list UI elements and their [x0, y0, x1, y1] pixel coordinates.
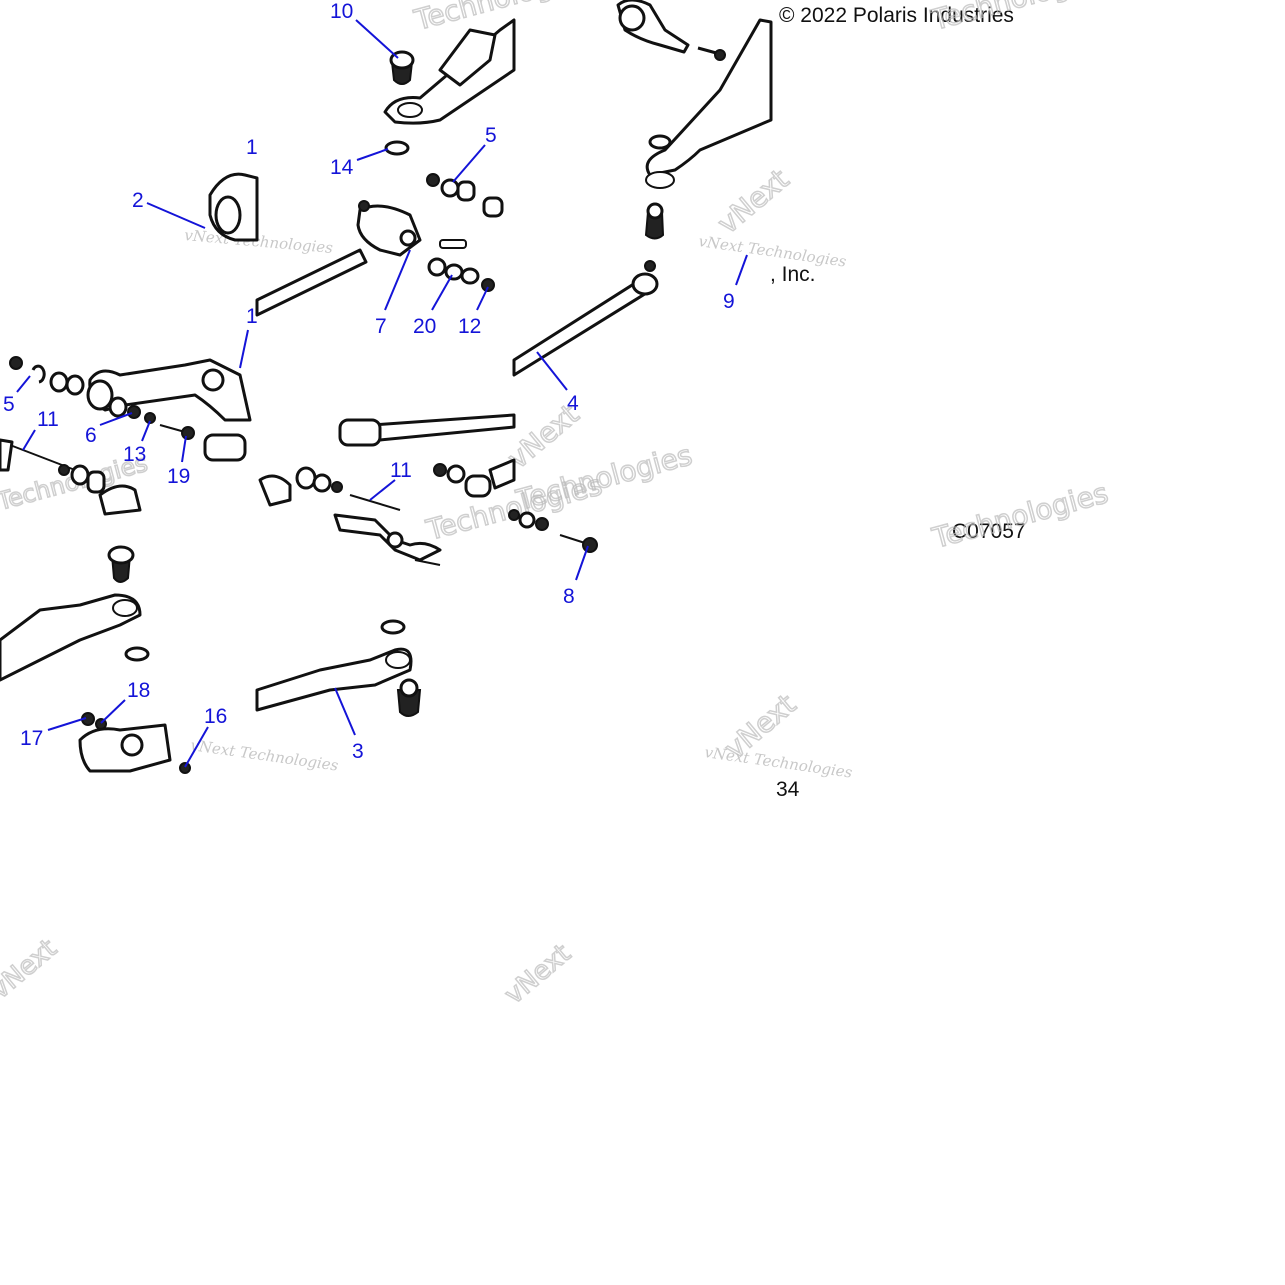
tie-rod-assembly: [255, 248, 516, 511]
callout-numbers: 10 14 5 1 2 7 20 12 9 4 1 5 11 6 13 19 1…: [3, 0, 735, 763]
watermark-text: vNext: [0, 934, 63, 1006]
watermark-text: vNext Technologies: [184, 226, 334, 257]
callout-1: 1: [246, 305, 258, 328]
copyright-text: © 2022 Polaris Industries: [779, 4, 1014, 27]
diagram-code: C07057: [952, 520, 1026, 543]
callout-20: 20: [413, 315, 436, 338]
callout-14: 14: [330, 156, 354, 179]
callout-4: 4: [567, 392, 579, 415]
callout-9: 9: [723, 290, 735, 313]
watermark-text: vNext Technologies: [189, 736, 339, 775]
callout-12: 12: [458, 315, 481, 338]
callout-11: 11: [390, 459, 412, 482]
callout-2: 2: [132, 189, 144, 212]
callout-18: 18: [127, 679, 150, 702]
callout-16: 16: [204, 705, 227, 728]
callout-11: 11: [37, 408, 59, 431]
watermark-text: vNext: [499, 939, 576, 1011]
callout-6: 6: [85, 424, 97, 447]
callout-3: 3: [352, 740, 364, 763]
watermark-text: Technologies: [927, 0, 1110, 37]
callout-1: 1: [246, 136, 258, 159]
copyright-suffix: , Inc.: [770, 263, 816, 286]
upper-control-arm: [356, 18, 516, 257]
callout-5: 5: [3, 393, 15, 416]
callout-10: 10: [330, 0, 353, 23]
bolt-group: [508, 509, 598, 553]
page-number: 34: [776, 778, 800, 801]
steering-knuckle: [616, 0, 773, 240]
callout-7: 7: [375, 315, 387, 338]
leader-lines: [16, 19, 748, 768]
callout-17: 17: [20, 727, 43, 750]
callout-5: 5: [485, 124, 497, 147]
rear-upper-arm: [0, 356, 252, 516]
long-rod: [512, 260, 659, 377]
front-lower-arm: [0, 545, 191, 774]
callout-19: 19: [167, 465, 190, 488]
watermark-text: vNext: [711, 162, 795, 240]
callout-13: 13: [123, 443, 146, 466]
watermark-group: vNext Technologies vNext Technologies vN…: [0, 0, 1112, 1011]
callout-8: 8: [563, 585, 575, 608]
upper-arm-fragment: [208, 172, 259, 242]
watermark-text: Technologies: [928, 476, 1111, 555]
lower-control-arm: [255, 513, 442, 717]
